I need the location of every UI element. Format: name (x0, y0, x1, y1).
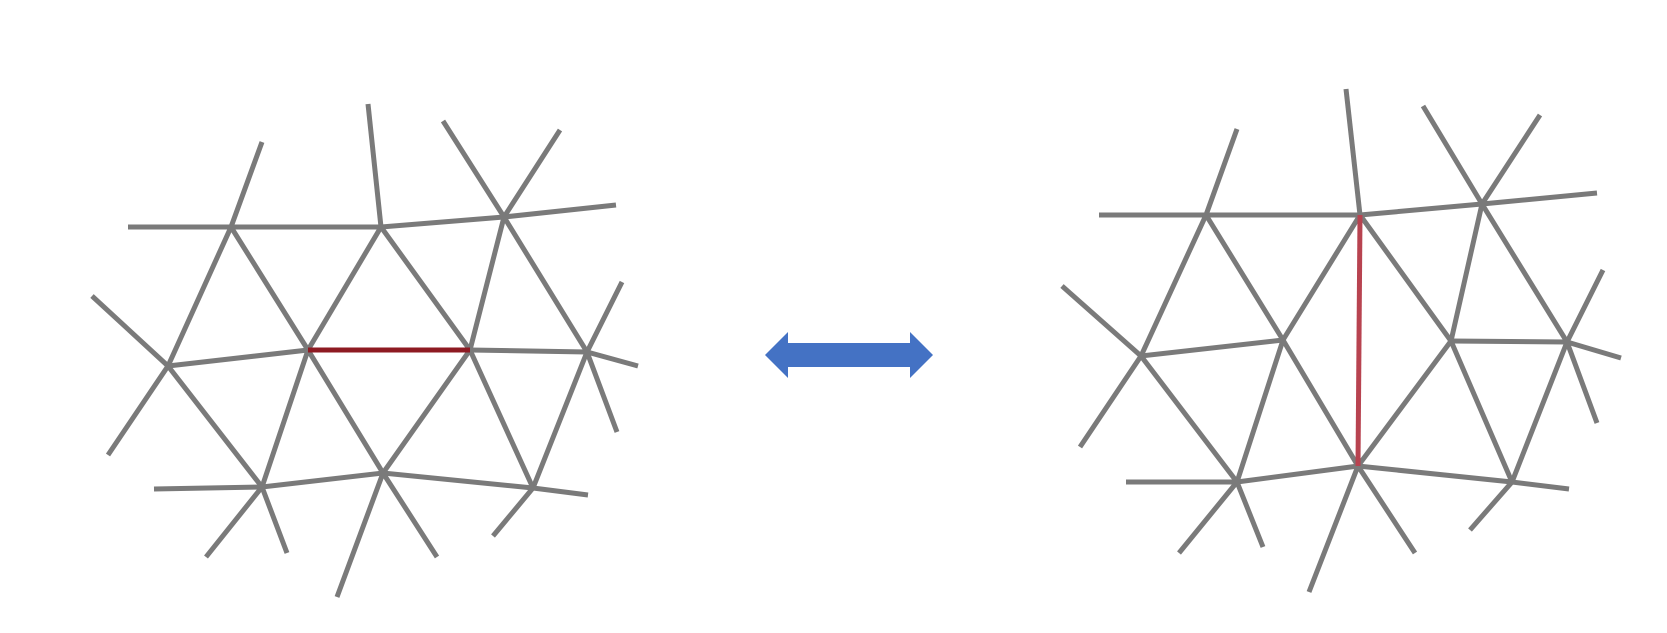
mesh-edge (1126, 463, 1570, 492)
mesh-edge (204, 349, 311, 559)
mesh-edge (90, 294, 170, 368)
mesh-edge (491, 280, 625, 538)
mesh-edge (365, 103, 384, 228)
double-headed-arrow-icon (765, 332, 933, 378)
mesh-edge (440, 119, 620, 433)
mesh-edge (1140, 337, 1284, 359)
mesh-after-flip (1060, 88, 1622, 593)
mesh-edge (305, 225, 384, 352)
mesh-edge (1468, 268, 1606, 532)
mesh-edge (1306, 113, 1543, 593)
mesh-edge (1077, 128, 1240, 449)
mesh-edge (334, 128, 563, 598)
mesh-edge (1203, 213, 1418, 555)
mesh-edge (378, 225, 536, 490)
mesh-edge (1420, 104, 1600, 424)
mesh-edge (105, 141, 265, 457)
mesh-edge (1343, 88, 1363, 216)
mesh-edge (1450, 338, 1622, 361)
mesh-edge (1177, 213, 1363, 555)
mesh-edge (1060, 284, 1143, 358)
mesh-edge (228, 225, 440, 559)
mesh-edge (1357, 213, 1515, 483)
flipped-edge (1355, 214, 1363, 467)
mesh-before-flip (90, 103, 639, 598)
mesh-edge (153, 470, 589, 498)
